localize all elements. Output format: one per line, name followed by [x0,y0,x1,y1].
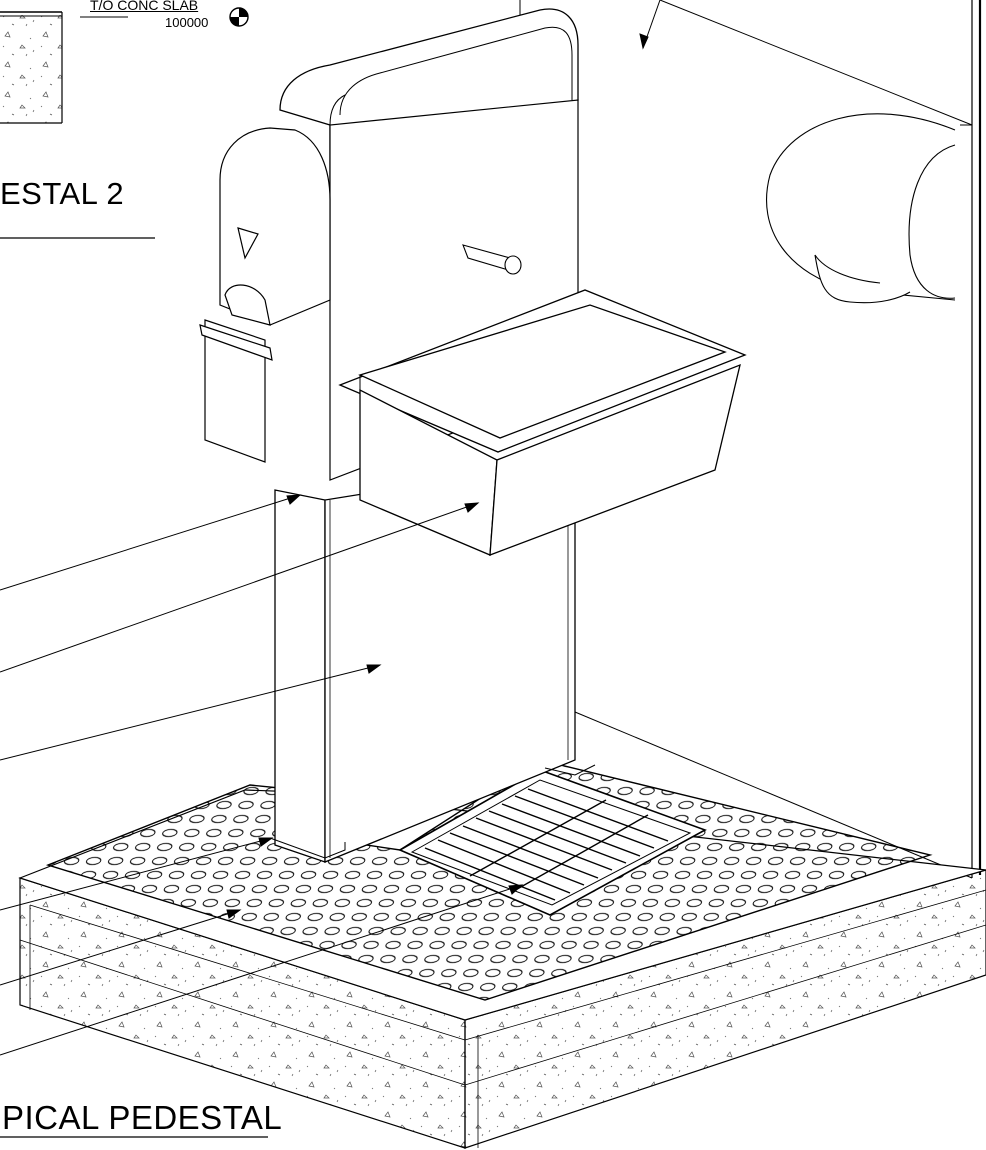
sink-bowl [338,289,747,556]
leader-arrows [0,0,661,1056]
level-marker-elevation: 100000 [165,15,209,30]
title-typical-pedestal: PICAL PEDESTAL [2,1099,283,1136]
soap-dispenser [199,127,331,463]
pedestal-column [269,459,596,863]
drain-grate [398,769,707,916]
level-marker-symbol [80,7,249,27]
hand-dryer [766,113,956,304]
title-pedestal-2: ESTAL 2 [0,176,125,211]
slab-section-fragment [0,11,63,124]
level-marker-label: T/O CONC SLAB [90,0,199,13]
sensor-button [462,244,522,275]
